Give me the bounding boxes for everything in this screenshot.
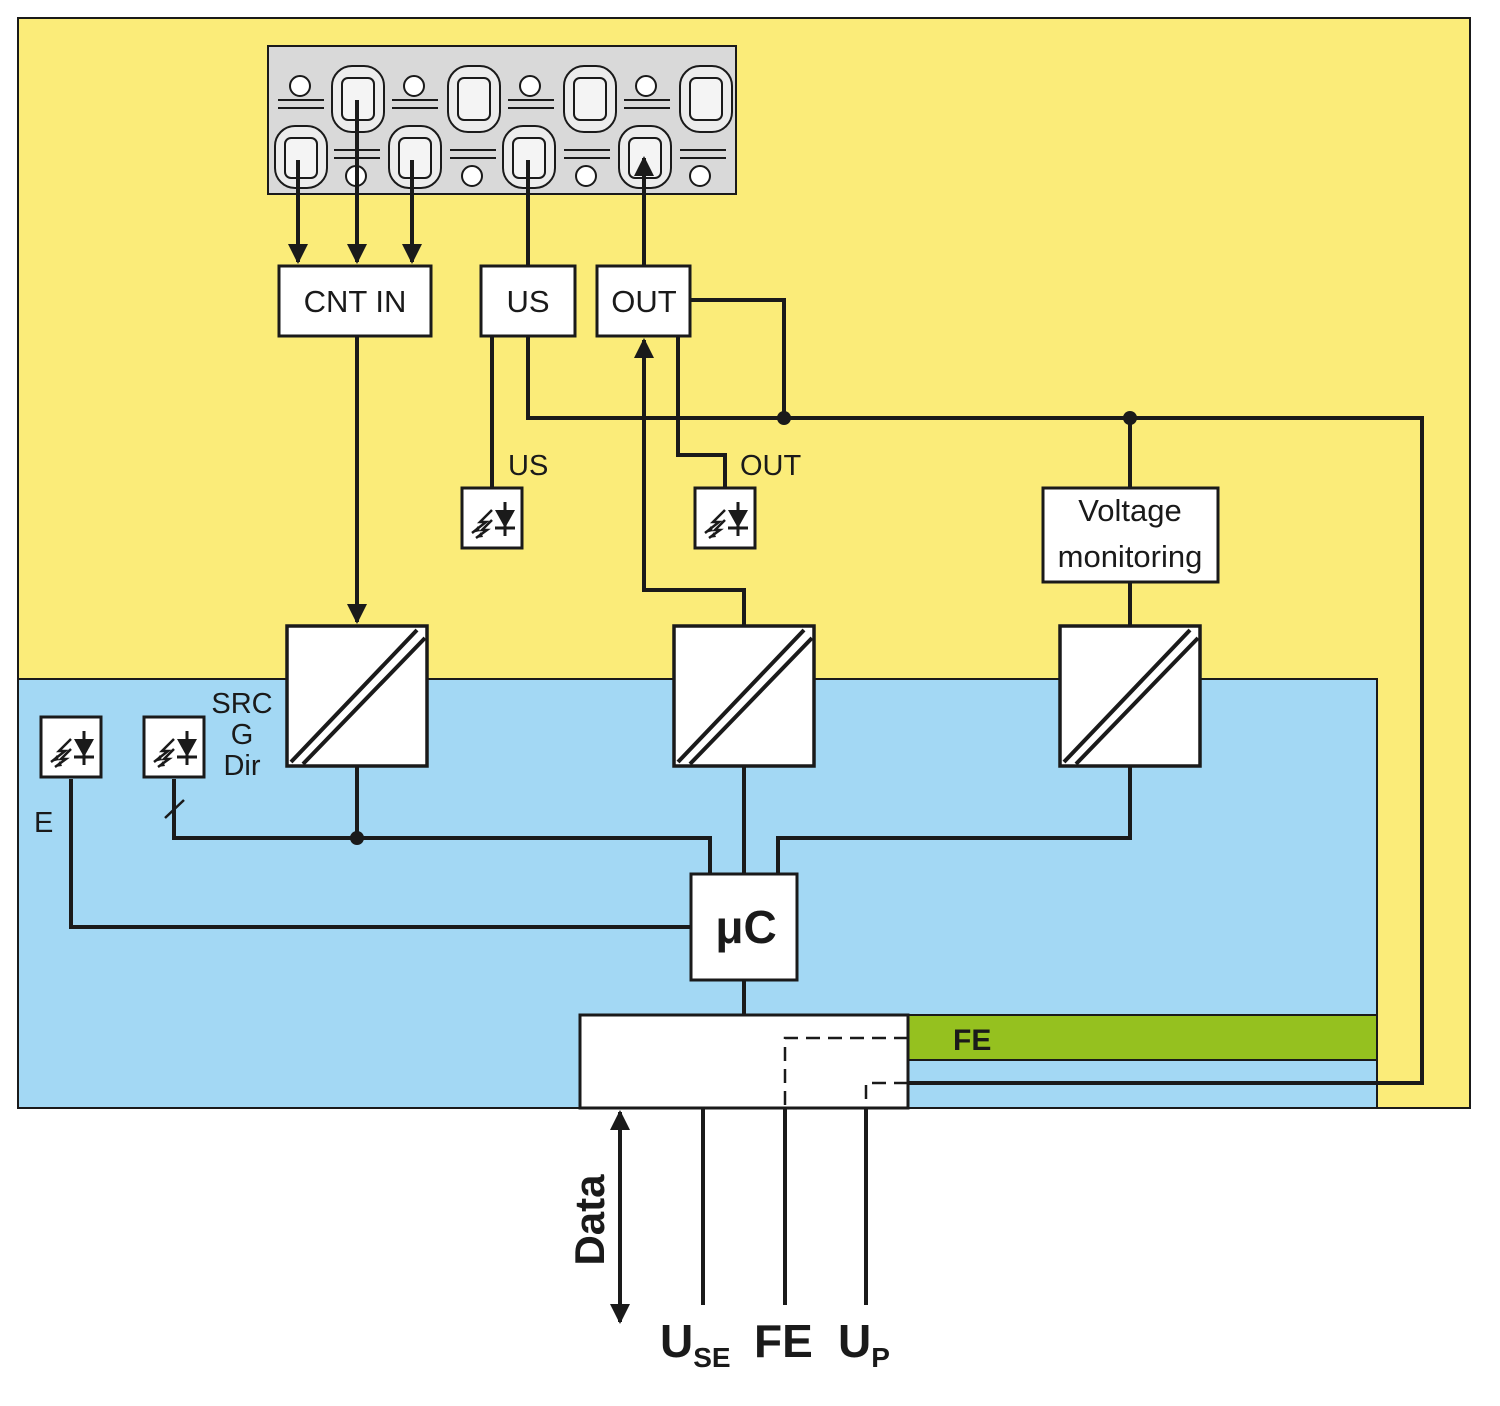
g-label: G <box>231 719 254 751</box>
out-block <box>595 264 692 338</box>
use-main: U <box>660 1315 693 1367</box>
led-diode-icon <box>693 486 757 550</box>
fe-label: FE <box>754 1315 813 1367</box>
bus-coupler-block <box>578 1013 910 1110</box>
isolator-icon <box>1058 624 1202 768</box>
fe-bar <box>907 1014 1378 1061</box>
up-main: U <box>838 1315 871 1367</box>
up-sub: P <box>871 1342 890 1373</box>
led-diode-icon <box>460 486 524 550</box>
dir-label: Dir <box>223 750 260 782</box>
src-label: SRC <box>211 688 272 720</box>
up-dashed-link <box>864 1081 908 1108</box>
fe-bar-label: FE <box>953 1024 991 1057</box>
isolator-icon <box>285 624 429 768</box>
use-sub: SE <box>693 1342 730 1373</box>
voltage-monitoring-block <box>1041 486 1220 584</box>
us-block <box>479 264 577 338</box>
voltage-monitoring-line1: Voltage <box>1078 493 1181 528</box>
microcontroller-block <box>689 872 799 982</box>
us-label: US <box>506 284 549 319</box>
led-diode-icon <box>39 715 103 779</box>
out-label: OUT <box>611 284 677 319</box>
fe-dashed-link <box>783 1036 908 1108</box>
out-led-label: OUT <box>740 450 802 482</box>
wires <box>69 100 1424 1324</box>
terminal-connector <box>267 45 737 195</box>
use-label: USE <box>660 1315 731 1373</box>
cnt-in-label: CNT IN <box>304 284 407 319</box>
us-led-label: US <box>508 450 548 482</box>
led-diode-icon <box>142 715 206 779</box>
data-label: Data <box>566 1174 613 1266</box>
voltage-monitoring-line2: monitoring <box>1058 539 1203 574</box>
microcontroller-label: μC <box>715 901 776 953</box>
cnt-in-block <box>277 264 433 338</box>
junctions <box>350 411 1137 845</box>
e-led-label: E <box>34 807 53 839</box>
up-label: UP <box>838 1315 890 1373</box>
isolator-icon <box>672 624 816 768</box>
